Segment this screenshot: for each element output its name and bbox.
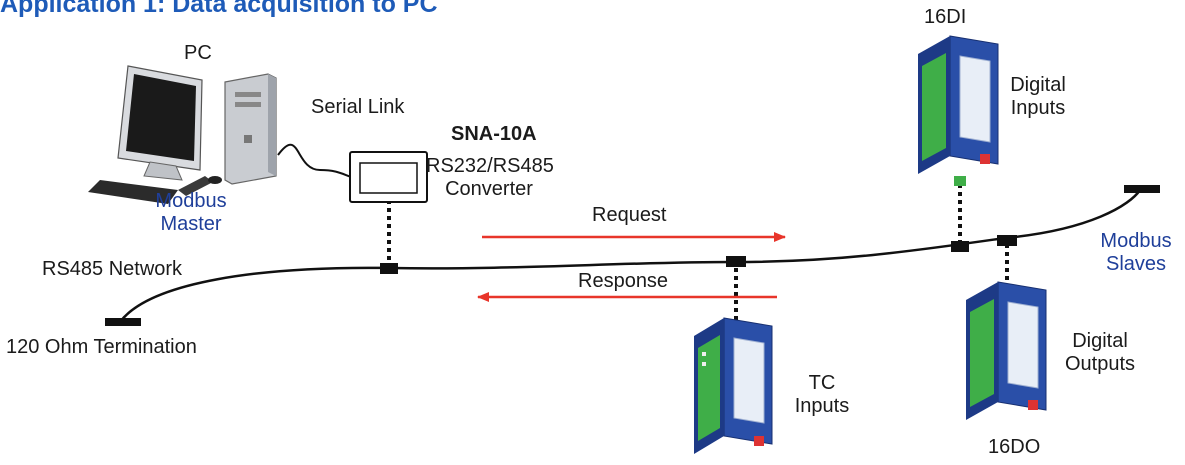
do-line-2: Outputs bbox=[1064, 353, 1136, 375]
do-module bbox=[966, 281, 1047, 420]
di-junction bbox=[951, 241, 969, 252]
request-label: Request bbox=[592, 204, 667, 226]
tc-inputs-label: TC Inputs bbox=[790, 372, 854, 418]
modbus-slaves-label: Modbus Slaves bbox=[1096, 230, 1176, 276]
master-line-2: Master bbox=[160, 213, 222, 235]
do-line-1: Digital bbox=[1072, 330, 1128, 352]
di-module bbox=[918, 35, 999, 186]
converter-description: RS232/RS485 Converter bbox=[426, 155, 554, 201]
pc-computer bbox=[88, 65, 277, 204]
serial-link-label: Serial Link bbox=[311, 96, 405, 118]
converter-junction bbox=[380, 263, 398, 274]
response-label: Response bbox=[578, 270, 669, 292]
termination-label: 120 Ohm Termination bbox=[6, 336, 197, 358]
right-termination-bar bbox=[1124, 185, 1160, 193]
di-line-2: Inputs bbox=[1010, 97, 1066, 119]
pc-label: PC bbox=[184, 42, 212, 64]
digital-outputs-label: Digital Outputs bbox=[1058, 330, 1142, 376]
diagram-title: Application 1: Data acquisition to PC bbox=[0, 0, 438, 18]
rs485-bus-line bbox=[119, 189, 1142, 323]
slaves-line-1: Modbus bbox=[1100, 230, 1172, 252]
tc-line-2: Inputs bbox=[794, 395, 850, 417]
serial-link-cable bbox=[277, 143, 356, 179]
slaves-line-2: Slaves bbox=[1105, 253, 1167, 275]
modbus-master-label: Modbus Master bbox=[150, 190, 232, 236]
di-line-1: Digital bbox=[1010, 74, 1066, 96]
converter-line-1: RS232/RS485 bbox=[426, 155, 554, 177]
tc-line-1: TC bbox=[808, 372, 836, 394]
digital-inputs-label: Digital Inputs bbox=[1002, 74, 1074, 120]
rs485-network-label: RS485 Network bbox=[42, 258, 183, 280]
master-line-1: Modbus bbox=[155, 190, 227, 212]
tc-module bbox=[694, 317, 773, 454]
left-termination-bar bbox=[105, 318, 141, 326]
do-junction bbox=[997, 235, 1017, 246]
tc-junction bbox=[726, 256, 746, 267]
do-module-name: 16DO bbox=[988, 436, 1041, 458]
converter-name-label: SNA-10A bbox=[451, 123, 537, 145]
di-module-name: 16DI bbox=[924, 6, 967, 28]
converter-line-2: Converter bbox=[445, 178, 533, 200]
converter-device bbox=[349, 151, 428, 203]
